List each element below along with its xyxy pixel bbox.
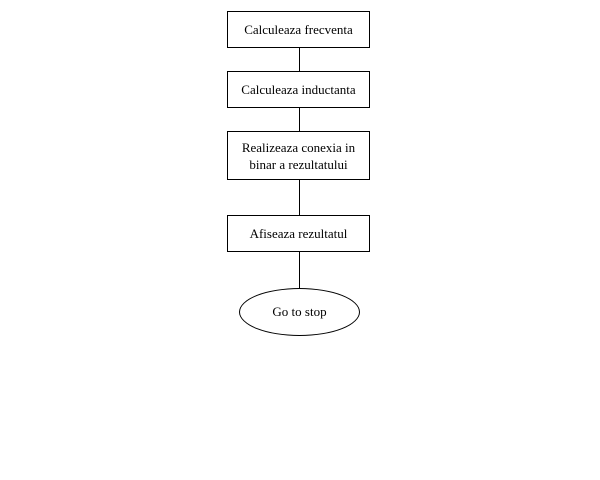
step-binary-conversion: Realizeaza conexia in binar a rezultatul… [227, 131, 370, 180]
connector [299, 180, 300, 215]
step-label: Afiseaza rezultatul [249, 226, 348, 241]
step-calculate-inductance: Calculeaza inductanta [227, 71, 370, 108]
step-label: Calculeaza inductanta [241, 82, 356, 97]
terminal-label: Go to stop [272, 304, 327, 319]
step-display-result: Afiseaza rezultatul [227, 215, 370, 252]
connector [299, 108, 300, 131]
step-calculate-frequency: Calculeaza frecventa [227, 11, 370, 48]
step-label: Calculeaza frecventa [244, 22, 353, 37]
step-label: Realizeaza conexia in binar a rezultatul… [241, 139, 356, 172]
connector [299, 252, 300, 288]
connector [299, 48, 300, 71]
terminal-stop: Go to stop [239, 288, 360, 336]
